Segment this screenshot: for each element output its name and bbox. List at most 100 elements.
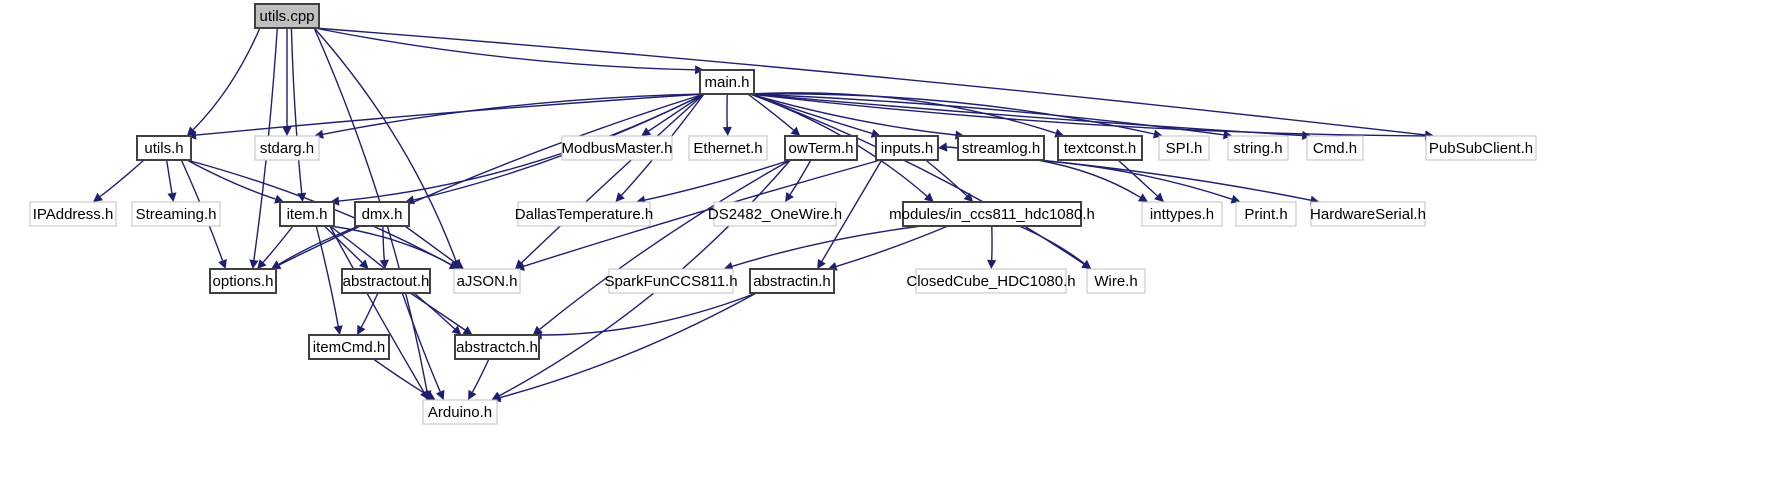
graph-node-stdarg-h[interactable]: stdarg.h <box>254 135 320 161</box>
graph-node-wire-h[interactable]: Wire.h <box>1086 268 1146 294</box>
dependency-edge <box>523 159 881 267</box>
graph-node-streaming-h[interactable]: Streaming.h <box>131 201 221 227</box>
edge-arrow-head <box>218 259 227 269</box>
graph-node-cmd-h[interactable]: Cmd.h <box>1306 135 1364 161</box>
edge-arrow-head <box>282 127 292 136</box>
edge-arrow-head <box>425 391 436 400</box>
node-box[interactable] <box>308 334 390 360</box>
node-box[interactable] <box>1227 135 1289 161</box>
dependency-edge <box>499 292 757 399</box>
graph-node-abstractin-h[interactable]: abstractin.h <box>749 268 835 294</box>
node-box[interactable] <box>1141 201 1223 227</box>
dependency-edge <box>382 225 385 261</box>
graph-node-itemcmd-h[interactable]: itemCmd.h <box>308 334 390 360</box>
node-box[interactable] <box>454 334 540 360</box>
graph-node-owterm-h[interactable]: owTerm.h <box>784 135 858 161</box>
node-box[interactable] <box>254 135 320 161</box>
dependency-edge <box>314 27 1426 136</box>
graph-node-abstractch-h[interactable]: abstractch.h <box>454 334 540 360</box>
node-box[interactable] <box>279 201 335 227</box>
dependency-edge <box>471 358 490 393</box>
graph-node-print-h[interactable]: Print.h <box>1235 201 1297 227</box>
node-box[interactable] <box>1306 135 1364 161</box>
graph-node-ajson-h[interactable]: aJSON.h <box>453 268 521 294</box>
graph-node-ds2482-onewire-h[interactable]: DS2482_OneWire.h <box>708 201 842 227</box>
dependency-edge <box>329 225 452 266</box>
node-box[interactable] <box>561 135 673 161</box>
graph-node-spi-h[interactable]: SPI.h <box>1158 135 1210 161</box>
edge-arrow-head <box>1301 130 1312 140</box>
edge-arrow-head <box>357 324 366 335</box>
dependency-edge <box>410 292 466 331</box>
node-box[interactable] <box>608 268 734 294</box>
node-box[interactable] <box>517 201 651 227</box>
graph-node-arduino-h[interactable]: Arduino.h <box>422 399 498 425</box>
dependency-edge <box>99 159 145 198</box>
graph-node-modbusmaster-h[interactable]: ModbusMaster.h <box>561 135 673 161</box>
dependency-edge <box>322 93 705 135</box>
node-box[interactable] <box>902 201 1082 227</box>
dependency-edge <box>541 292 757 336</box>
graph-node-main-h[interactable]: main.h <box>699 69 755 95</box>
graph-node-hardwareserial-h[interactable]: HardwareSerial.h <box>1310 201 1426 227</box>
graph-node-dallastemperature-h[interactable]: DallasTemperature.h <box>515 201 653 227</box>
graph-node-ethernet-h[interactable]: Ethernet.h <box>688 135 768 161</box>
graph-node-dmx-h[interactable]: dmx.h <box>354 201 410 227</box>
node-box[interactable] <box>29 201 117 227</box>
graph-node-streamlog-h[interactable]: streamlog.h <box>957 135 1045 161</box>
node-box[interactable] <box>354 201 410 227</box>
graph-node-item-h[interactable]: item.h <box>279 201 335 227</box>
edge-arrow-head <box>435 389 445 400</box>
node-box[interactable] <box>341 268 431 294</box>
graph-node-utils-cpp[interactable]: utils.cpp <box>254 3 320 29</box>
node-box[interactable] <box>1235 201 1297 227</box>
node-box[interactable] <box>1158 135 1210 161</box>
graph-node-ipaddress-h[interactable]: IPAddress.h <box>29 201 117 227</box>
edge-arrow-head <box>379 259 389 269</box>
dependency-edge <box>315 225 339 327</box>
dependency-edge <box>789 159 812 195</box>
node-box[interactable] <box>699 69 755 95</box>
edge-arrow-head <box>722 126 732 136</box>
graph-node-pubsubclient-h[interactable]: PubSubClient.h <box>1425 135 1537 161</box>
node-box[interactable] <box>131 201 221 227</box>
node-box[interactable] <box>209 268 277 294</box>
graph-node-textconst-h[interactable]: textconst.h <box>1057 135 1143 161</box>
node-box[interactable] <box>254 3 320 29</box>
graph-node-inputs-h[interactable]: inputs.h <box>875 135 939 161</box>
graph-node-closedcube-hdc1080-h[interactable]: ClosedCube_HDC1080.h <box>906 268 1076 294</box>
node-box[interactable] <box>749 268 835 294</box>
node-box[interactable] <box>784 135 858 161</box>
graph-node-sparkfunccs811-h[interactable]: SparkFunCCS811.h <box>604 268 738 294</box>
node-box[interactable] <box>1057 135 1143 161</box>
dependency-edge <box>749 93 1426 137</box>
node-box[interactable] <box>713 201 837 227</box>
edge-arrow-head <box>271 260 282 269</box>
nodes-layer: utils.cpp main.h utils.h stdarg.h ModbusMast… <box>29 3 1537 425</box>
graph-node-string-h[interactable]: string.h <box>1227 135 1289 161</box>
graph-node-options-h[interactable]: options.h <box>209 268 277 294</box>
edge-arrow-head <box>186 126 197 136</box>
graph-node-modules-in-ccs811-hdc1080-h[interactable]: modules/in_ccs811_hdc1080.h <box>889 201 1095 227</box>
dependency-edge <box>1117 159 1158 197</box>
dependency-edge <box>749 93 956 136</box>
graph-node-utils-h[interactable]: utils.h <box>136 135 192 161</box>
node-box[interactable] <box>1086 268 1146 294</box>
node-box[interactable] <box>1310 201 1426 227</box>
node-box[interactable] <box>688 135 768 161</box>
edge-arrow-head <box>938 142 948 152</box>
node-box[interactable] <box>875 135 939 161</box>
node-box[interactable] <box>915 268 1067 294</box>
dependency-edge <box>360 292 379 328</box>
edge-arrow-head <box>1223 130 1233 140</box>
graph-node-abstractout-h[interactable]: abstractout.h <box>341 268 431 294</box>
node-box[interactable] <box>136 135 192 161</box>
dependency-edge <box>946 146 959 149</box>
node-box[interactable] <box>453 268 521 294</box>
dependency-edge <box>1019 225 1085 265</box>
edge-arrow-head <box>923 192 934 202</box>
node-box[interactable] <box>1425 135 1537 161</box>
node-box[interactable] <box>422 399 498 425</box>
graph-node-inttypes-h[interactable]: inttypes.h <box>1141 201 1223 227</box>
node-box[interactable] <box>957 135 1045 161</box>
